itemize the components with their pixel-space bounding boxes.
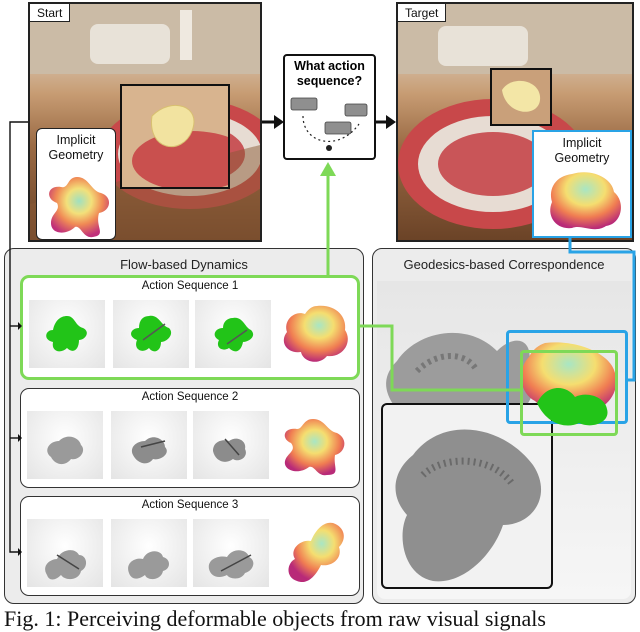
seq2-result bbox=[275, 411, 351, 479]
action-sequence-3-label: Action Sequence 3 bbox=[141, 499, 239, 511]
seq3-frame-1 bbox=[27, 519, 103, 587]
seq3-result bbox=[275, 519, 351, 587]
start-label: Start bbox=[30, 4, 71, 22]
implicit-geometry-target-label: Implicit Geometry bbox=[554, 136, 610, 165]
target-image: Target bbox=[396, 2, 634, 242]
action-sequence-1-label: Action Sequence 1 bbox=[141, 280, 239, 292]
implicit-geometry-start-label: Implicit Geometry bbox=[48, 133, 104, 162]
seq2-frame-2 bbox=[111, 411, 187, 479]
start-zoom-inset bbox=[120, 84, 230, 189]
seq3-frame-3 bbox=[193, 519, 269, 587]
seq3-frame-2 bbox=[111, 519, 187, 587]
gripper-icon bbox=[290, 97, 368, 135]
action-sequence-3: Action Sequence 3 bbox=[20, 496, 360, 596]
green-pointcloud-overlay bbox=[537, 387, 608, 426]
geodesics-title: Geodesics-based Correspondence bbox=[403, 257, 605, 272]
implicit-geometry-target: Implicit Geometry bbox=[532, 130, 632, 238]
target-zoom-inset bbox=[490, 68, 552, 126]
target-label: Target bbox=[398, 4, 447, 22]
action-question-box: What action sequence? bbox=[283, 54, 376, 160]
flow-dynamics-title: Flow-based Dynamics bbox=[120, 257, 248, 272]
action-sequence-1: Action Sequence 1 bbox=[20, 275, 360, 380]
action-sequence-2-label: Action Sequence 2 bbox=[141, 391, 239, 403]
arrow-to-target bbox=[376, 115, 396, 129]
seq2-frame-1 bbox=[27, 411, 103, 479]
seq2-frame-3 bbox=[193, 411, 269, 479]
seq1-frame-1 bbox=[29, 300, 105, 368]
action-question-label: What action sequence? bbox=[294, 59, 365, 88]
seq1-result bbox=[277, 300, 353, 368]
action-sequence-2: Action Sequence 2 bbox=[20, 388, 360, 488]
dough-pointcloud-target bbox=[550, 172, 621, 230]
gripper-icons bbox=[290, 97, 368, 151]
figure-caption: Fig. 1: Perceiving deformable objects fr… bbox=[4, 606, 546, 631]
dough-pointcloud-start bbox=[49, 177, 110, 238]
sofa bbox=[90, 24, 170, 64]
seq1-frame-3 bbox=[195, 300, 271, 368]
seq1-frame-2 bbox=[113, 300, 189, 368]
correspondence-match-box bbox=[520, 350, 618, 436]
implicit-geometry-start: Implicit Geometry bbox=[36, 128, 116, 240]
arrow-to-question bbox=[262, 115, 284, 129]
